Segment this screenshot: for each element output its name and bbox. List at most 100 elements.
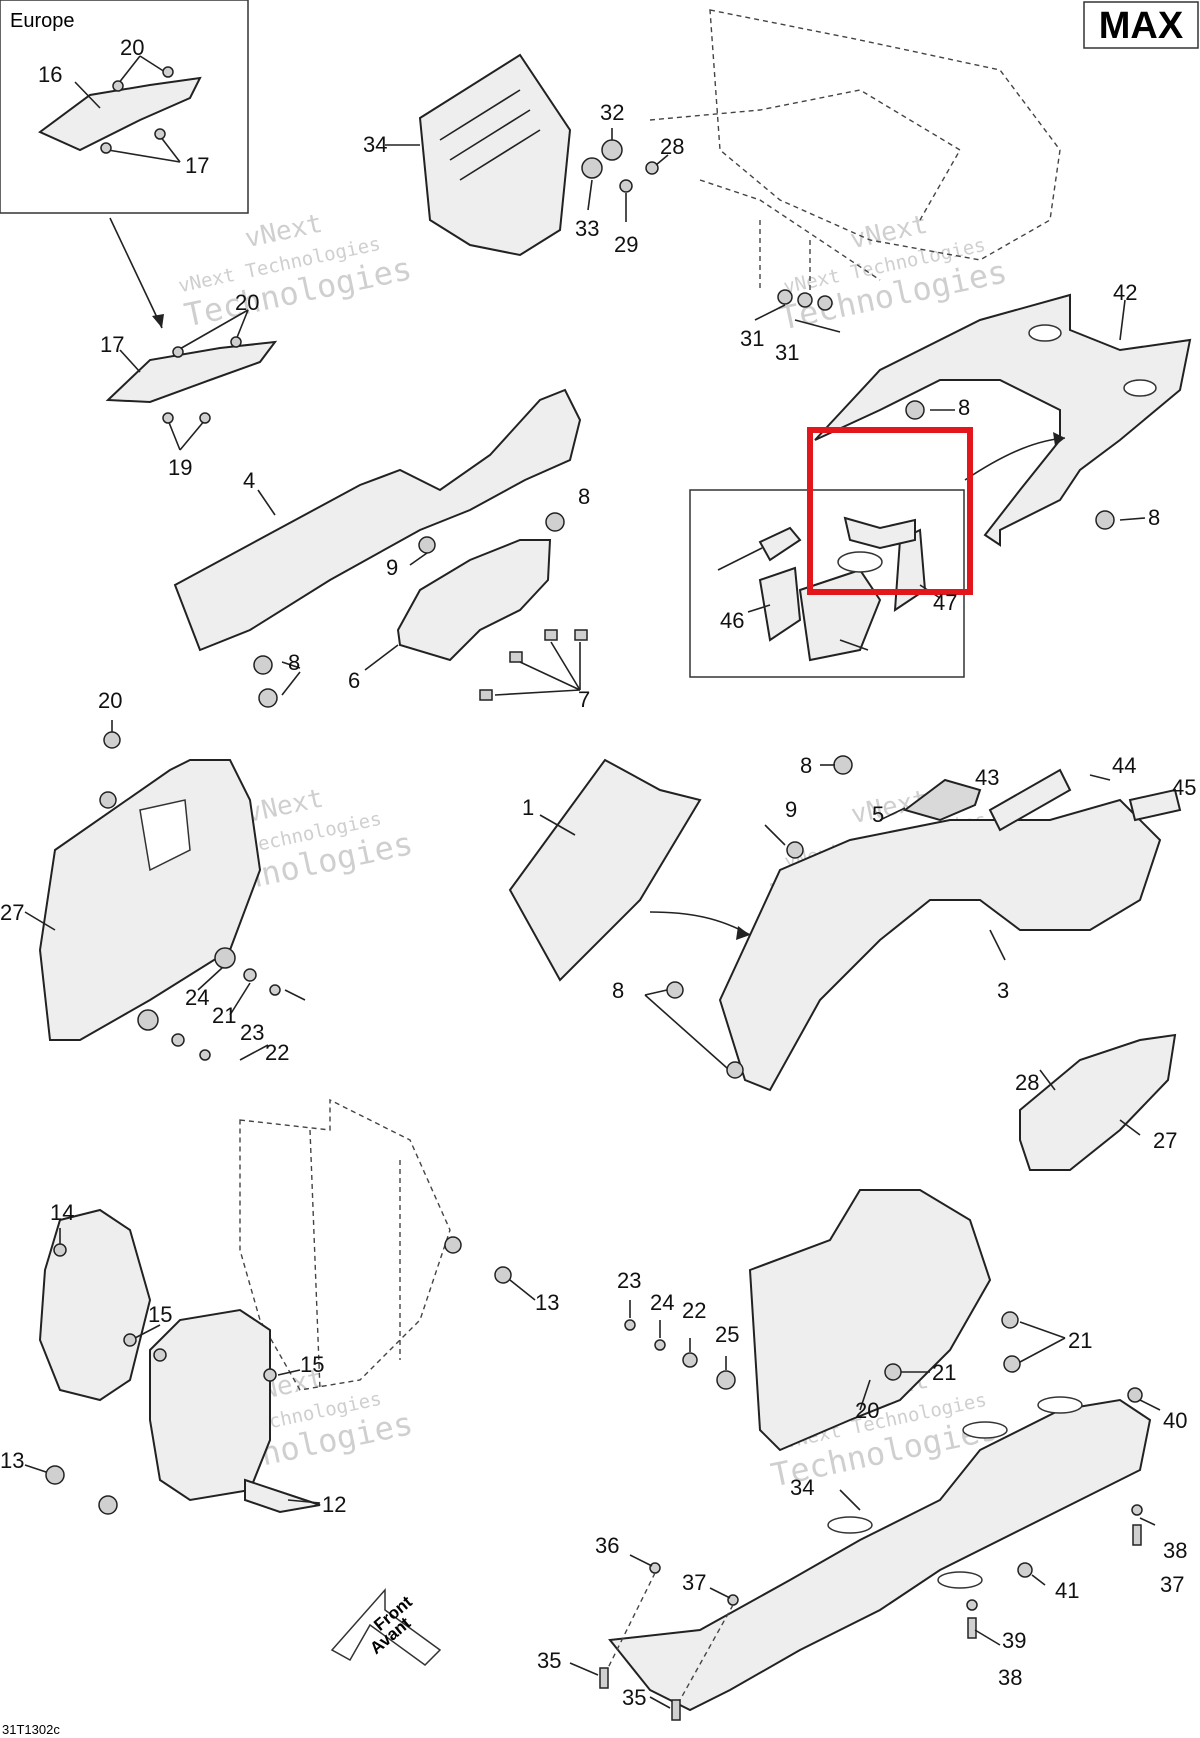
- front-frame: [239, 1098, 451, 1391]
- document-code: 31T1302c: [2, 1722, 60, 1737]
- side-panel-19: [748, 1189, 992, 1452]
- rear-fender-3: [718, 798, 1162, 1092]
- callout-28: 29: [614, 232, 638, 257]
- rear-fender-39: [814, 293, 1192, 547]
- callout-36: 37: [1160, 1572, 1184, 1597]
- trim-45: [843, 516, 916, 550]
- strip-42: [1128, 788, 1182, 822]
- callout-13: 15: [300, 1352, 324, 1377]
- callout-37: 38: [1163, 1538, 1187, 1563]
- callouts: 16 20 17 17 20 19 34 32 33 28 29 31 31 4…: [0, 35, 1196, 1710]
- trim-26: [1019, 1033, 1177, 1171]
- callout-23: 24: [650, 1290, 674, 1315]
- callout-19: 20: [855, 1398, 879, 1423]
- callout-34: 35: [537, 1648, 561, 1673]
- callout-1: 1: [522, 795, 534, 820]
- callout-38: 41: [1055, 1578, 1079, 1603]
- callout-17: 20: [235, 290, 259, 315]
- callout-26: 27: [1153, 1128, 1177, 1153]
- front-panel-10: [149, 1308, 271, 1502]
- callout-24: 24: [185, 985, 209, 1010]
- callout-36: 38: [998, 1665, 1022, 1690]
- inset-arrow: [109, 217, 163, 329]
- callout-8: 8: [612, 978, 624, 1003]
- front-bumper-11: [38, 1208, 152, 1402]
- callout-8: 8: [288, 650, 300, 675]
- inset-label: Europe: [10, 10, 75, 32]
- callout-12: 13: [535, 1290, 559, 1315]
- side-panel-4: [173, 388, 582, 652]
- callout-43: 46: [720, 608, 744, 633]
- callout-21: 21: [212, 1003, 236, 1028]
- callout-25: 27: [0, 900, 24, 925]
- callout-16: 17: [185, 153, 209, 178]
- callout-8: 8: [578, 484, 590, 509]
- callout-9: 9: [386, 555, 398, 580]
- europe-inset: Europe: [0, 0, 249, 214]
- callout-8: 8: [1148, 505, 1160, 530]
- callout-10: 12: [322, 1492, 346, 1517]
- callout-22: 22: [265, 1040, 289, 1065]
- foot-guard-6: [396, 539, 552, 662]
- callout-23: 23: [240, 1020, 264, 1045]
- callout-29: 31: [775, 340, 799, 365]
- callout-20: 21: [1068, 1328, 1092, 1353]
- trim-43: [758, 566, 802, 642]
- model-badge-label: MAX: [1099, 5, 1184, 47]
- strip-40: [988, 768, 1072, 832]
- callout-40: 43: [975, 765, 999, 790]
- callout-20: 20: [98, 688, 122, 713]
- callout-31: 32: [600, 100, 624, 125]
- callout-16: 19: [168, 455, 192, 480]
- front-direction-arrow: Front Avant: [330, 1588, 442, 1666]
- trim-piece-15: [105, 340, 278, 404]
- highlighted-part-45: [807, 427, 973, 595]
- callout-30: 31: [740, 326, 764, 351]
- model-badge: MAX: [1083, 1, 1199, 49]
- callout-8: 8: [800, 753, 812, 778]
- callout-9: 9: [785, 797, 797, 822]
- callout-8: 8: [958, 395, 970, 420]
- callout-22: 23: [617, 1268, 641, 1293]
- callout-3: 3: [997, 978, 1009, 1003]
- callout-13: 14: [50, 1200, 74, 1225]
- callout-24: 25: [715, 1322, 739, 1347]
- callout-27: 28: [1015, 1070, 1039, 1095]
- callout-28: 28: [660, 134, 684, 159]
- callout-15: 17: [100, 332, 124, 357]
- side-panel-32: [418, 53, 572, 257]
- bracket-5: [902, 778, 982, 822]
- callout-41: 44: [1112, 753, 1136, 778]
- callout-20: 21: [932, 1360, 956, 1385]
- callout-39: 42: [1113, 280, 1137, 305]
- rear-frame: [709, 9, 1061, 261]
- callout-7: 7: [578, 687, 590, 712]
- callout-35: 36: [595, 1533, 619, 1558]
- watermark-top-right: vNext vNext Technologies Technologies: [776, 210, 1010, 338]
- callout-6: 6: [348, 668, 360, 693]
- front-panel-25: [38, 759, 262, 1041]
- callout-33: 34: [790, 1475, 814, 1500]
- callout-44: 47: [933, 590, 957, 615]
- trim-piece-inset: [38, 76, 202, 152]
- callout-15: 16: [38, 62, 62, 87]
- highlight-box: [807, 427, 973, 595]
- callout-5: 5: [872, 802, 884, 827]
- callout-11: 13: [0, 1448, 24, 1473]
- callout-37: 39: [1002, 1628, 1026, 1653]
- clip-46: [758, 526, 802, 562]
- callout-21: 22: [682, 1298, 706, 1323]
- callout-35: 37: [682, 1570, 706, 1595]
- callout-34: 35: [622, 1685, 646, 1710]
- callout-31: 33: [575, 216, 599, 241]
- callout-38: 40: [1163, 1408, 1187, 1433]
- footrest-33: [608, 1398, 1152, 1712]
- callout-14: 15: [148, 1302, 172, 1327]
- panel-1: [508, 758, 702, 982]
- callout-4: 4: [243, 468, 255, 493]
- detail-inset: [689, 489, 965, 678]
- callout-42: 45: [1172, 775, 1196, 800]
- callout-32: 34: [363, 132, 387, 157]
- callout-17: 20: [120, 35, 144, 60]
